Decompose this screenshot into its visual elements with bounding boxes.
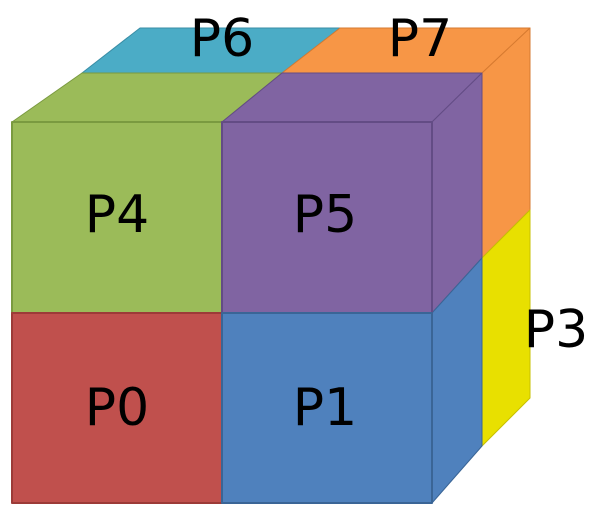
block-p3-label: P3 bbox=[524, 300, 588, 360]
block-p4-label: P4 bbox=[85, 185, 149, 245]
block-p0-label: P0 bbox=[85, 378, 149, 438]
block-p7-label: P7 bbox=[388, 9, 452, 69]
block-p5-label: P5 bbox=[293, 185, 357, 245]
block-p6-label: P6 bbox=[190, 9, 254, 69]
block-p4-front-face bbox=[11, 121, 223, 314]
block-p1-front-face bbox=[221, 312, 433, 504]
block-p5-front-face bbox=[221, 121, 433, 314]
block-p1-label: P1 bbox=[293, 378, 357, 438]
